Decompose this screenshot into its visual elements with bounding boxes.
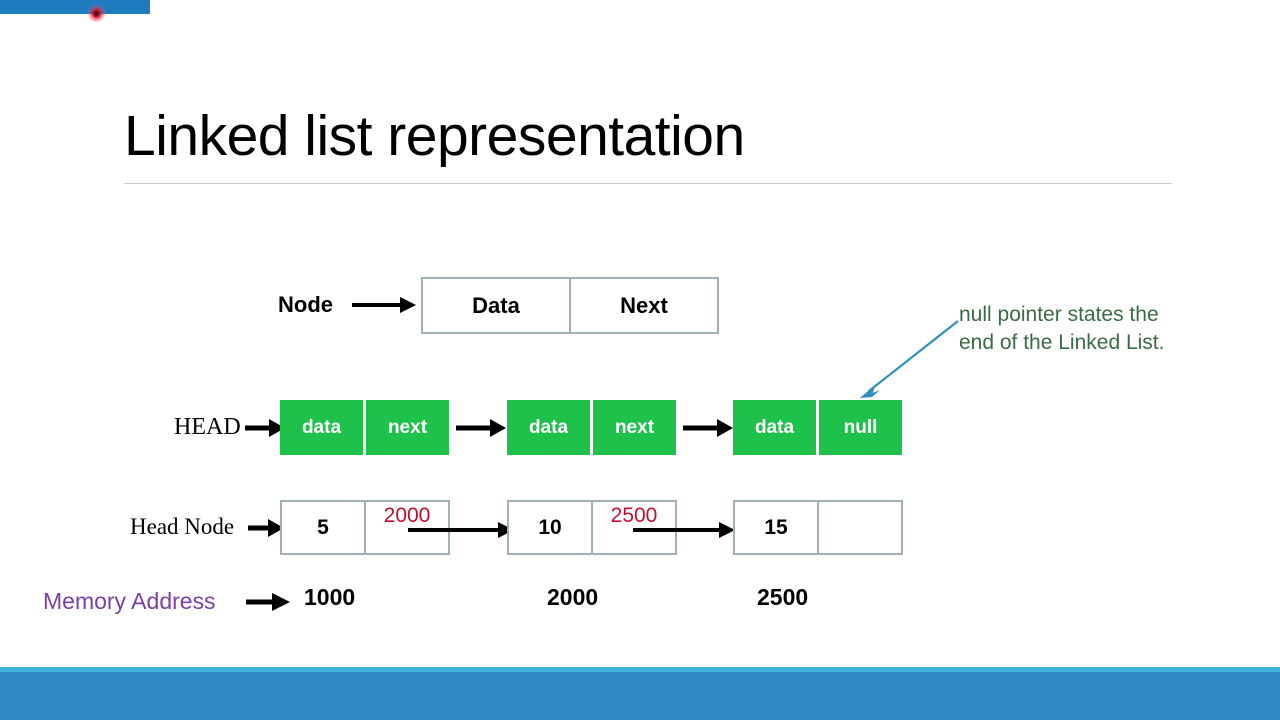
generic-node-next-cell: Next (569, 279, 717, 332)
memory-node-1-pointer-cell: 2000 (364, 502, 448, 553)
memory-node-2: 10 2500 (507, 500, 677, 555)
mouse-cursor-indicator (88, 5, 105, 22)
memory-node-3: 15 (733, 500, 903, 555)
green-node-2: data next (507, 400, 676, 455)
memory-node-1-value: 5 (317, 515, 329, 539)
head-node-pointer-arrow-icon (248, 519, 284, 537)
green-node-2-data: data (507, 400, 590, 455)
memory-address-2: 2000 (547, 584, 599, 610)
green-node-1-next: next (366, 400, 449, 455)
green-node-1-data: data (280, 400, 363, 455)
memory-link-arrow-2-icon (633, 522, 735, 538)
green-node-3-null: null (819, 400, 902, 455)
memory-address-3: 2500 (757, 584, 809, 610)
green-node-1: data next (280, 400, 449, 455)
bottom-window-bar (0, 667, 1280, 720)
green-node-3-data: data (733, 400, 816, 455)
memory-address-arrow-icon (246, 593, 290, 611)
null-pointer-note-line2: end of the Linked List. (959, 331, 1165, 354)
memory-node-3-pointer-cell (817, 502, 901, 553)
page-title: Linked list representation (124, 104, 745, 168)
generic-node-box: Data Next (421, 277, 719, 334)
memory-node-1-pointer-value: 2000 (383, 504, 431, 527)
memory-node-1: 5 2000 (280, 500, 450, 555)
title-divider (124, 183, 1172, 184)
memory-address-1: 1000 (304, 584, 356, 610)
null-pointer-note: null pointer states the end of the Linke… (959, 301, 1219, 357)
green-node-2-next: next (593, 400, 676, 455)
memory-node-3-value: 15 (764, 515, 788, 539)
green-link-arrow-2-icon (683, 419, 733, 437)
null-pointer-annotation-arrow-icon (860, 320, 959, 398)
head-node-label: Head Node (130, 514, 235, 539)
memory-link-arrow-1-icon (408, 522, 514, 538)
node-label: Node (278, 292, 333, 317)
memory-address-label: Memory Address (43, 588, 216, 614)
memory-node-2-pointer-cell: 2500 (591, 502, 675, 553)
green-node-3: data null (733, 400, 902, 455)
memory-node-2-pointer-value: 2500 (610, 504, 658, 527)
head-label: HEAD (174, 414, 241, 440)
null-pointer-note-line1: null pointer states the (959, 303, 1159, 326)
node-label-arrow-icon (352, 297, 416, 313)
bottom-bar-highlight (0, 667, 1280, 672)
head-pointer-arrow-icon (245, 419, 285, 437)
green-link-arrow-1-icon (456, 419, 506, 437)
memory-node-2-value: 10 (538, 515, 562, 539)
generic-node-data-cell: Data (472, 292, 520, 318)
top-window-bar (0, 0, 150, 14)
